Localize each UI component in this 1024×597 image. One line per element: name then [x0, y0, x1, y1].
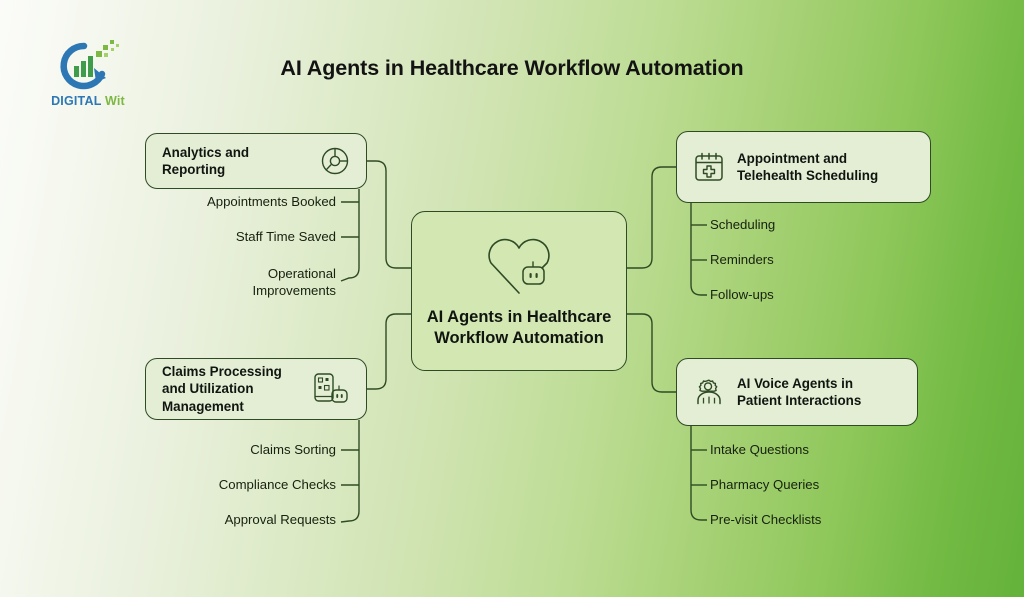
leaf-voice-1: Intake Questions: [710, 442, 809, 457]
mobile-document-robot-icon: [314, 373, 348, 403]
branch-node-voice[interactable]: AI Voice Agents in Patient Interactions: [676, 358, 918, 426]
connector-claims-children: [340, 420, 360, 523]
leaf-claims-1: Claims Sorting: [250, 442, 336, 457]
pie-chart-icon: [321, 147, 349, 175]
leaf-analytics-3: Operational Improvements: [252, 266, 336, 299]
connector-voice-children: [690, 426, 707, 521]
brand-name-secondary: Wit: [105, 94, 125, 108]
center-node[interactable]: AI Agents in Healthcare Workflow Automat…: [411, 211, 627, 371]
brand-logo: DIGITAL Wit: [40, 34, 136, 112]
leaf-claims-3: Approval Requests: [224, 512, 336, 527]
leaf-analytics-1: Appointments Booked: [206, 194, 336, 209]
center-node-title: AI Agents in Healthcare Workflow Automat…: [426, 307, 612, 347]
brand-name-primary: DIGITAL: [51, 94, 102, 108]
branch-node-appointment-label: Appointment and Telehealth Scheduling: [737, 150, 879, 183]
connector-center-voice: [627, 313, 676, 393]
leaf-appointment-3: Follow-ups: [710, 287, 774, 302]
branch-node-claims-label: Claims Processing and Utilization Manage…: [162, 364, 282, 414]
circular-arrow-bar-chart-icon: [60, 40, 119, 90]
leaf-voice-3: Pre-visit Checklists: [710, 512, 822, 527]
branch-node-claims[interactable]: Claims Processing and Utilization Manage…: [145, 358, 367, 420]
brand-name: DIGITAL Wit: [40, 94, 136, 108]
heart-with-robot-icon: [488, 238, 550, 294]
connector-analytics-children: [340, 189, 360, 282]
page-title: AI Agents in Healthcare Workflow Automat…: [280, 56, 744, 80]
branch-node-analytics[interactable]: Analytics and Reporting: [145, 133, 367, 189]
leaf-claims-2: Compliance Checks: [218, 477, 336, 492]
leaf-voice-2: Pharmacy Queries: [710, 477, 820, 492]
leaf-appointment-2: Reminders: [710, 252, 774, 267]
head-with-gear-icon: [697, 379, 721, 405]
connector-center-claims: [367, 313, 411, 390]
branch-node-appointment[interactable]: Appointment and Telehealth Scheduling: [676, 131, 931, 203]
connector-center-analytics: [367, 160, 411, 269]
connector-appointment-children: [690, 203, 707, 296]
connector-center-appointment: [627, 166, 676, 269]
leaf-analytics-2: Staff Time Saved: [235, 229, 336, 244]
leaf-appointment-1: Scheduling: [710, 217, 776, 232]
branch-node-voice-label: AI Voice Agents in Patient Interactions: [737, 375, 862, 408]
calendar-medical-cross-icon: [695, 152, 723, 181]
branch-node-analytics-label: Analytics and Reporting: [162, 144, 250, 177]
